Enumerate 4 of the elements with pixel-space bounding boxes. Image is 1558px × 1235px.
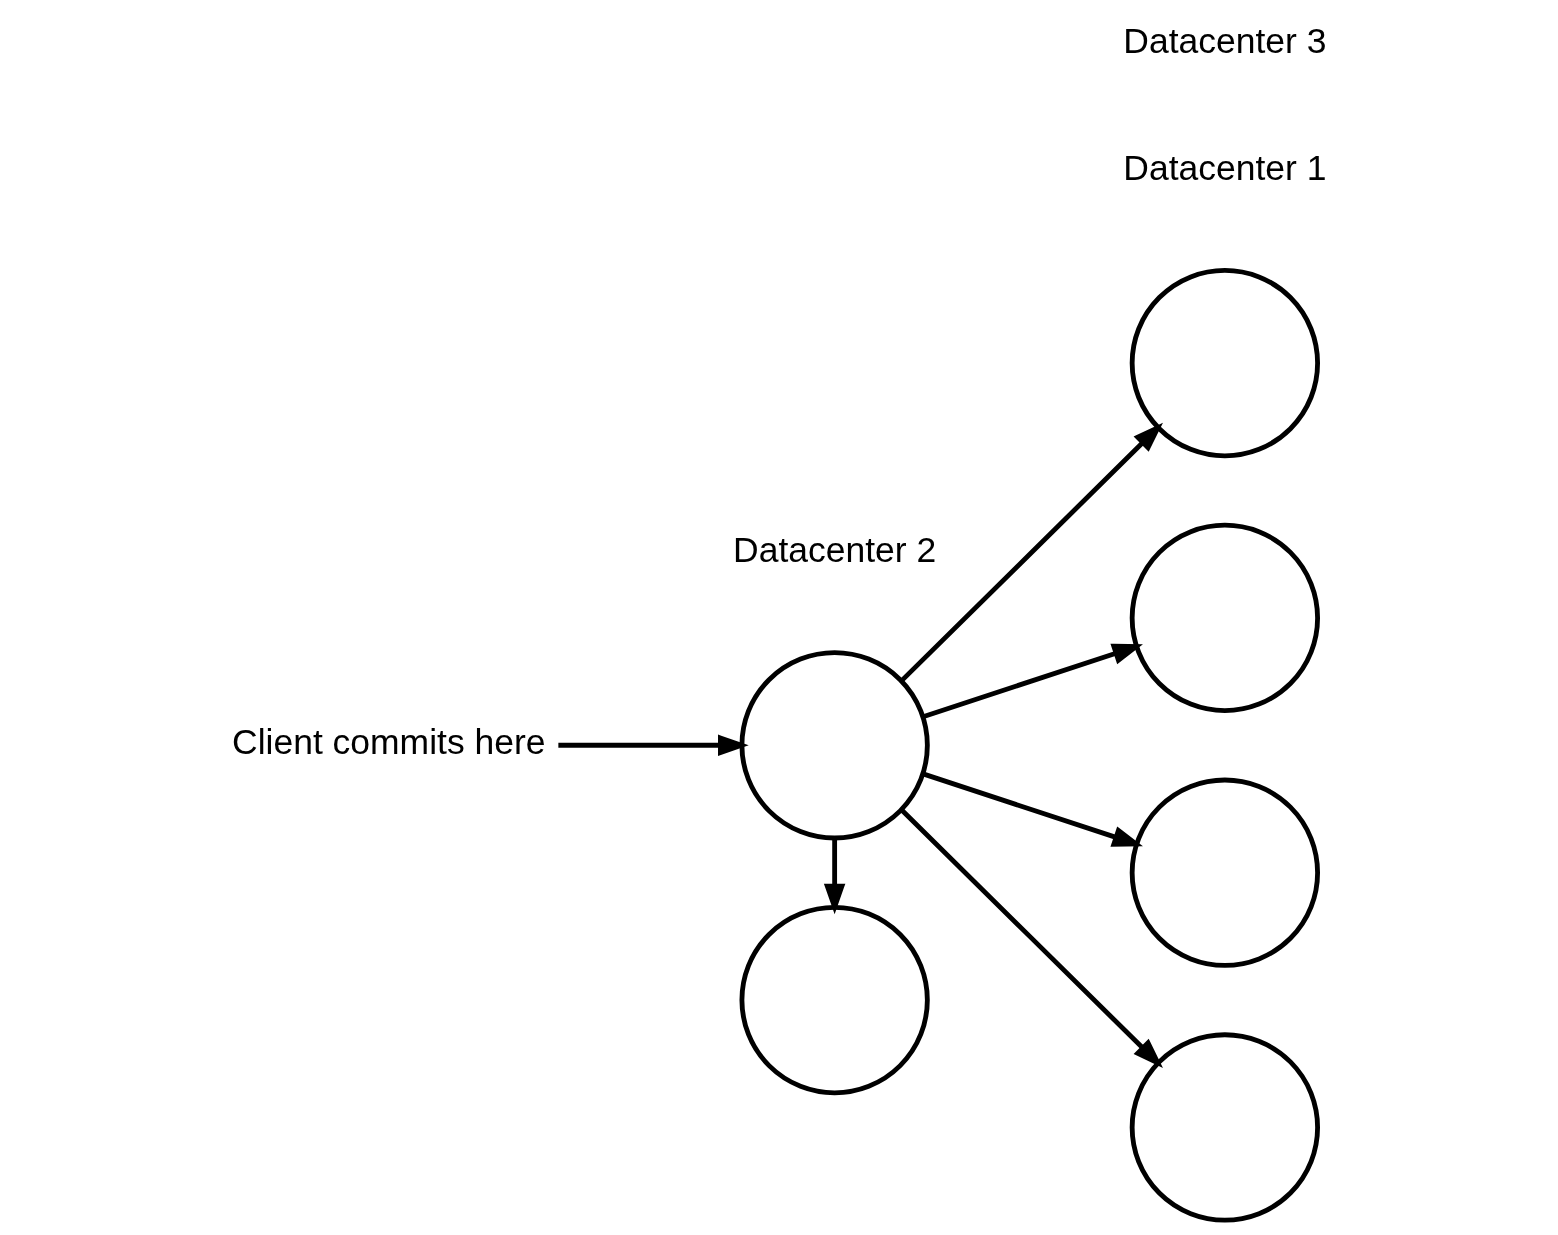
node-text: Client commits here (232, 722, 546, 763)
label: Datacenter 3 (1123, 20, 1327, 61)
label: Datacenter 1 (1123, 148, 1327, 189)
label: Datacenter 2 (733, 530, 937, 571)
